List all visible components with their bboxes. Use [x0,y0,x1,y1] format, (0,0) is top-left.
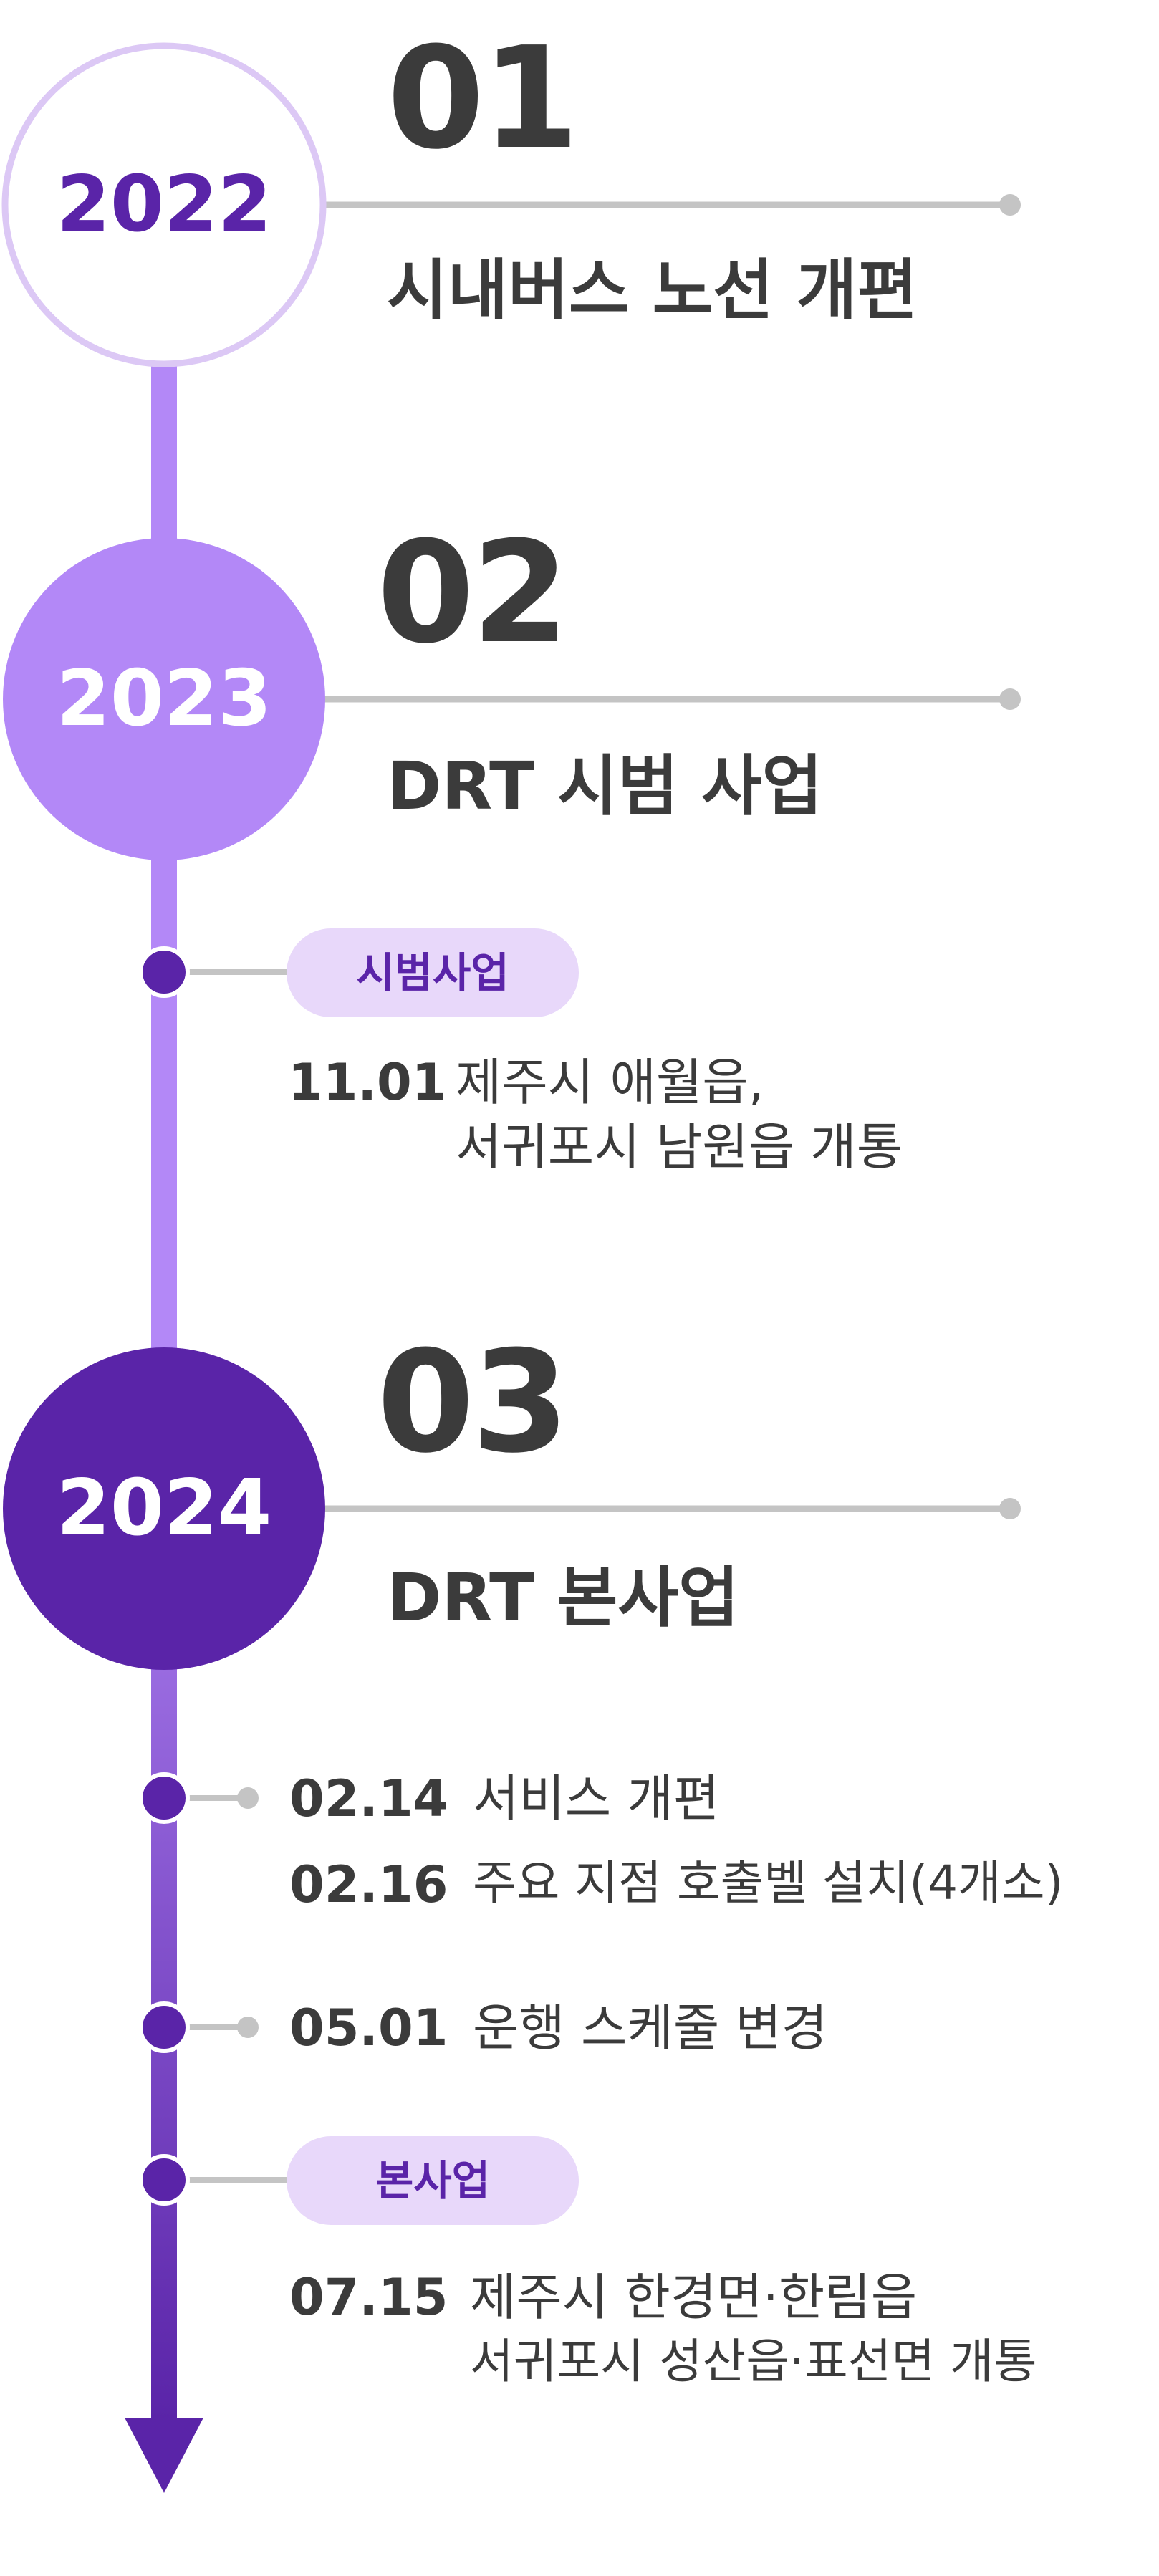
event-dot-0214 [138,1772,190,1824]
year-circle-2024 [3,1347,325,1670]
event-end-dot-0501 [237,2017,259,2038]
timeline-arrow-icon [125,2418,203,2493]
event-desc-pilot-line2: 서귀포시 남원읍 개통 [456,1118,903,1176]
event-dot-0501 [138,2001,190,2053]
event-desc-0214: 서비스 개편 [473,1769,720,1828]
year-circle-2023 [3,538,325,860]
year-label-2022: 2022 [56,160,272,249]
event-dot-main [138,2154,190,2206]
year-label-2023: 2023 [56,654,272,744]
event-dot-pilot [138,946,190,998]
stage-title-02: DRT 시범 사업 [387,748,823,825]
year-label-2024: 2024 [56,1464,272,1553]
event-desc-0216: 주요 지점 호출벨 설치(4개소) [473,1855,1064,1911]
connector-dot-2023 [999,688,1021,710]
event-desc-0715-line2: 서귀포시 성산읍·표선면 개통 [470,2334,1037,2389]
tag-pilot: 시범사업 [287,928,579,1017]
event-desc-0501: 운행 스케줄 변경 [473,1999,828,2057]
event-end-dot-0214 [237,1787,259,1809]
event-date-0501: 05.01 [289,1999,448,2057]
event-date-pilot: 11.01 [288,1053,447,1112]
stage-title-03: DRT 본사업 [387,1559,739,1636]
connector-dot-2022 [999,194,1021,216]
stage-number-02: 02 [377,511,569,675]
stage-number-01: 01 [387,17,580,181]
connector-dot-2024 [999,1498,1021,1519]
event-date-0214: 02.14 [289,1769,448,1828]
event-date-0216: 02.16 [289,1855,448,1914]
tag-main: 본사업 [287,2136,579,2225]
stage-number-03: 03 [377,1321,569,1484]
event-desc-0715-line1: 제주시 한경면·한림읍 [470,2268,918,2327]
event-desc-pilot-line1: 제주시 애월읍, [456,1053,764,1112]
event-date-0715: 07.15 [289,2268,448,2327]
stage-title-01: 시내버스 노선 개편 [387,252,918,329]
year-circle-2022 [1,42,327,367]
